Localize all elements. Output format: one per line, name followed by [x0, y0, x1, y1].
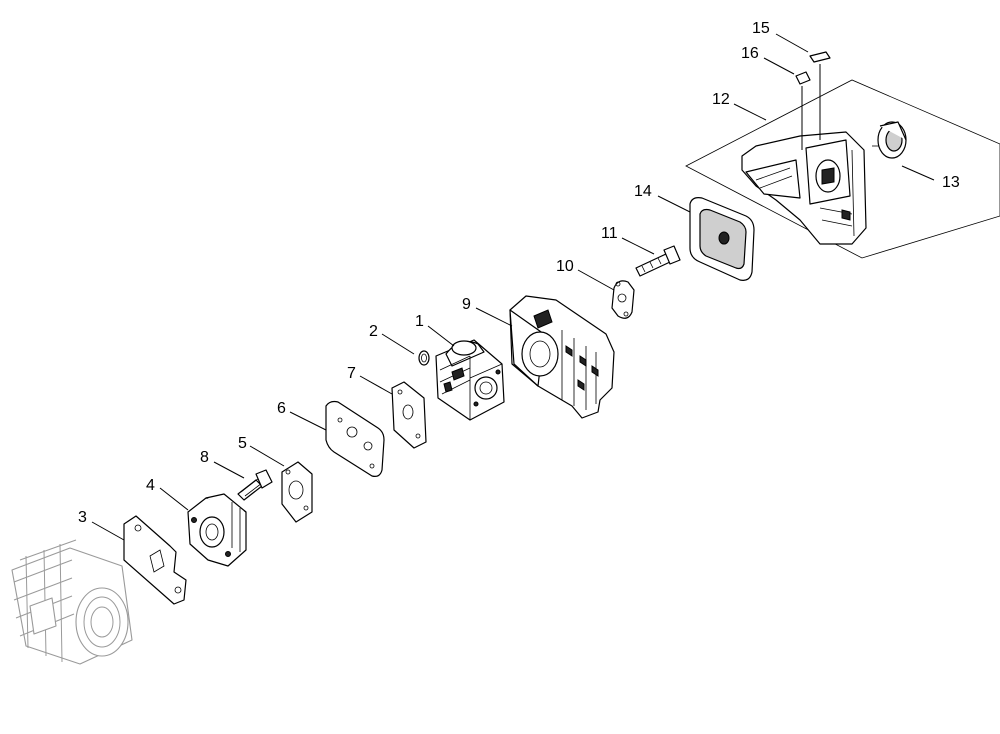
part-11-bolt: [635, 245, 681, 277]
part-10-plate: [611, 280, 635, 319]
callout-11: 11: [601, 225, 618, 242]
callout-6: 6: [277, 400, 286, 417]
callout-12: 12: [712, 91, 730, 108]
part-5-gasket: [281, 461, 313, 523]
part-13-knob: [872, 121, 907, 159]
callout-16: 16: [741, 45, 759, 62]
callout-5: 5: [238, 435, 247, 452]
callout-7: 7: [347, 365, 356, 382]
part-12-cover: [741, 131, 867, 245]
callout-9: 9: [462, 296, 471, 313]
callout-labels: 1 2 3 4 5 6 7 8 9 10 11 12 13 14 15 16: [78, 20, 960, 526]
part-3-gasket: [123, 515, 187, 605]
callout-10: 10: [556, 258, 574, 275]
callout-3: 3: [78, 509, 87, 526]
part-9-air-cleaner-base: [509, 295, 615, 419]
part-14-filter: [689, 197, 755, 281]
leader-lines: [91, 33, 935, 541]
callout-4: 4: [146, 477, 155, 494]
part-6-plate: [325, 400, 385, 477]
part-15-label: [809, 51, 831, 63]
cylinder-part: [11, 539, 133, 665]
part-1-carburetor: [435, 339, 505, 421]
part-7-gasket: [391, 381, 427, 449]
callout-14: 14: [634, 183, 652, 200]
part-16-label: [795, 71, 811, 85]
part-4-insulator: [187, 493, 247, 567]
callout-15: 15: [752, 20, 770, 37]
part-8-bolt: [237, 469, 273, 501]
callout-8: 8: [200, 449, 209, 466]
callout-13: 13: [942, 174, 960, 191]
callout-2: 2: [369, 323, 378, 340]
part-2-oring: [418, 350, 430, 366]
callout-1: 1: [415, 313, 424, 330]
